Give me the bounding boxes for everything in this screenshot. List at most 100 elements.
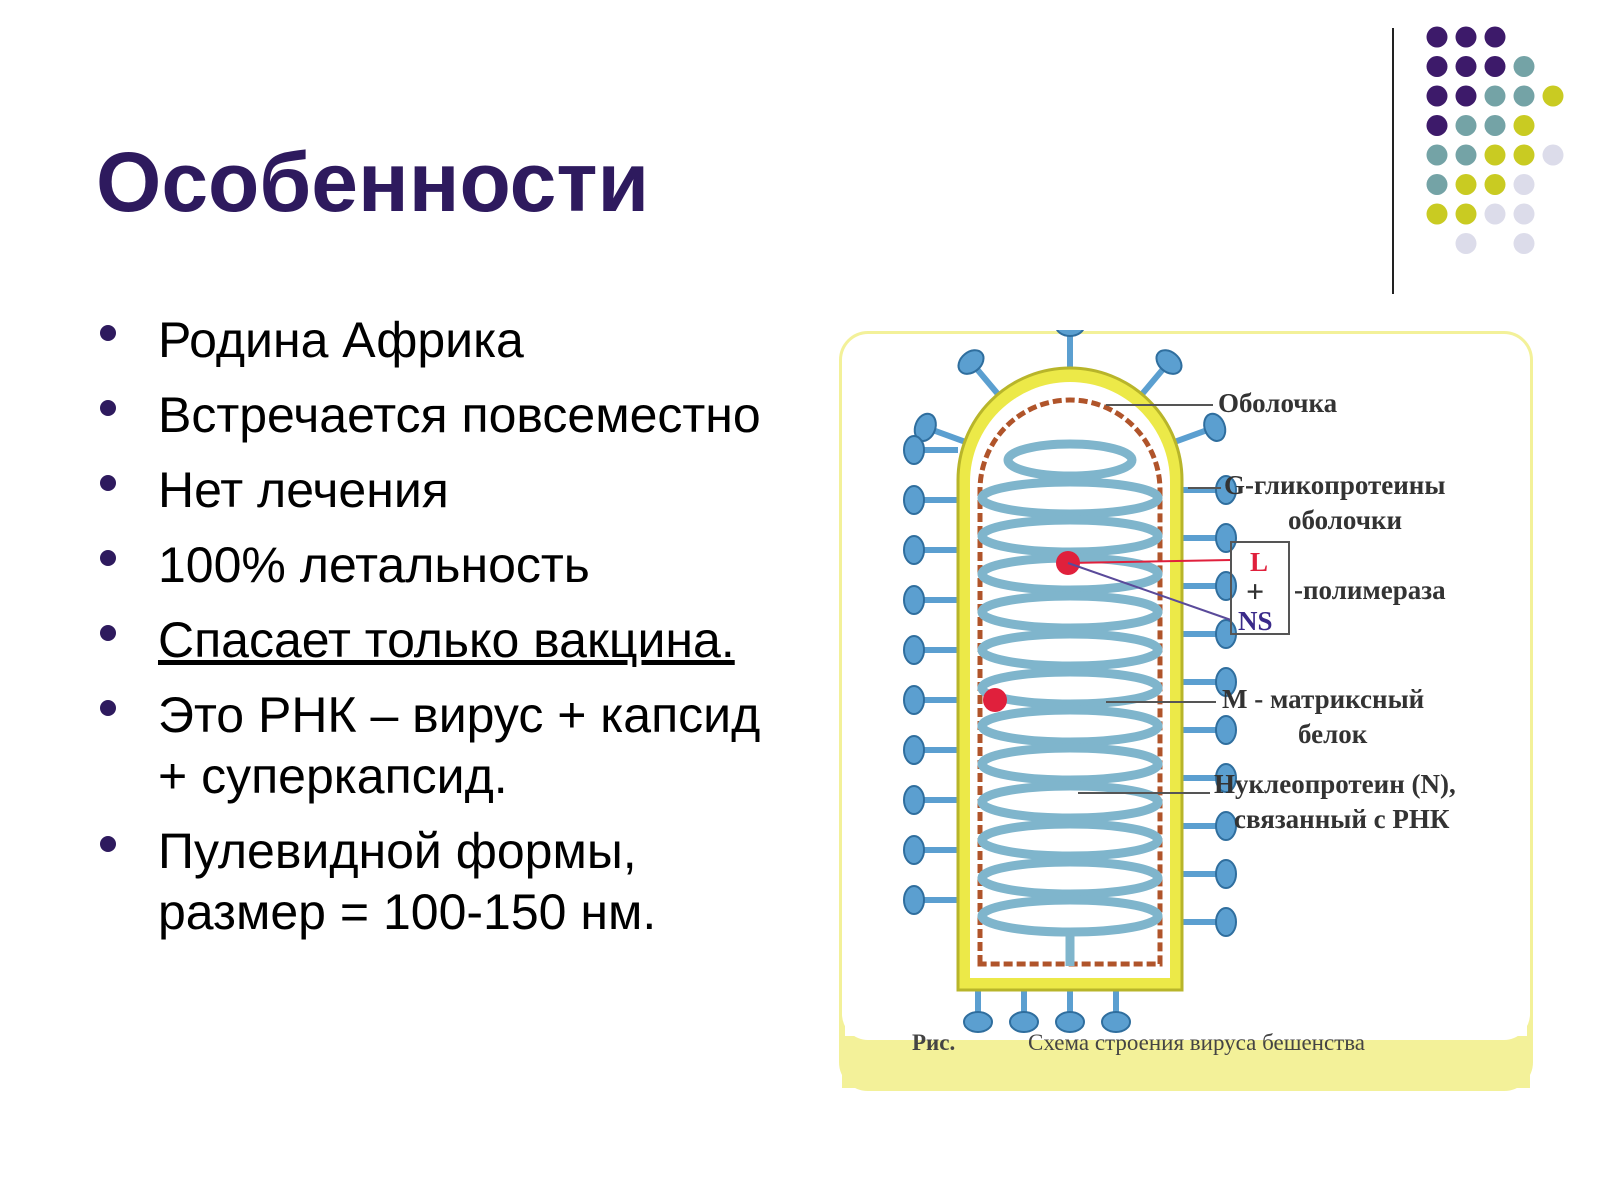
decorative-dot bbox=[1542, 144, 1564, 166]
spike-head bbox=[1215, 763, 1237, 793]
decorative-dot bbox=[1484, 115, 1506, 136]
matrix-protein-layer bbox=[977, 397, 1163, 967]
polymerase-dot bbox=[983, 688, 1007, 712]
decorative-dot bbox=[1484, 85, 1506, 107]
decorative-dot bbox=[1513, 144, 1535, 166]
bullet-text: Встречается повсеместно bbox=[158, 387, 761, 443]
decorative-dot bbox=[1426, 26, 1448, 48]
bullet-marker bbox=[100, 550, 116, 566]
bullet-item: Встречается повсеместно bbox=[100, 385, 780, 446]
decorative-dot bbox=[1542, 85, 1564, 107]
label-matrix-2: белок bbox=[1298, 719, 1368, 749]
decorative-dot bbox=[1426, 115, 1448, 136]
bullet-item: 100% летальность bbox=[100, 535, 780, 596]
bullet-marker bbox=[100, 625, 116, 641]
decorative-dot bbox=[1426, 56, 1448, 77]
decorative-dot bbox=[1513, 233, 1535, 254]
decorative-dot bbox=[1513, 56, 1535, 77]
bullet-text: Это РНК – вирус + капсид + суперкапсид. bbox=[158, 687, 761, 804]
decorative-dot bbox=[1426, 174, 1448, 195]
helix-coil bbox=[977, 591, 1163, 633]
label-glycoproteins-2: оболочки bbox=[1288, 505, 1402, 535]
bullet-item: Родина Африка bbox=[100, 310, 780, 371]
bullet-text: 100% летальность bbox=[158, 537, 590, 593]
helix-coil bbox=[977, 705, 1163, 747]
spike-head bbox=[903, 835, 925, 865]
label-nucleoprotein-1: Нуклеопротеин (N), bbox=[1214, 769, 1456, 799]
leader-lines bbox=[1067, 404, 1232, 794]
bullet-text: Пулевидной формы, размер = 100-150 нм. bbox=[158, 823, 657, 940]
decorative-dot bbox=[1455, 203, 1477, 225]
decorative-dot bbox=[1426, 144, 1448, 166]
glycoprotein-spikes bbox=[903, 330, 1237, 1033]
spike-head bbox=[1215, 715, 1237, 745]
label-envelope: Оболочка bbox=[1218, 388, 1338, 418]
decorative-dot-grid bbox=[1426, 26, 1564, 254]
spike-head bbox=[957, 349, 985, 375]
spike-head bbox=[1215, 475, 1237, 505]
spike-head bbox=[1055, 1011, 1085, 1033]
slide-title: Особенности bbox=[96, 135, 650, 229]
decorative-dot bbox=[1455, 85, 1477, 107]
label-nucleoprotein-2: связанный с РНК bbox=[1234, 804, 1450, 834]
spike-head bbox=[903, 735, 925, 765]
helix-coil bbox=[1003, 439, 1137, 481]
label-plus: + bbox=[1246, 573, 1264, 609]
decorative-dot bbox=[1455, 115, 1477, 136]
label-matrix-1: М - матриксный bbox=[1222, 684, 1424, 714]
bullet-marker bbox=[100, 836, 116, 852]
spike-head bbox=[1009, 1011, 1039, 1033]
decorative-dot bbox=[1484, 56, 1506, 77]
bullet-item: Это РНК – вирус + капсид + суперкапсид. bbox=[100, 685, 780, 807]
label-glycoproteins-1: G-гликопротеины bbox=[1224, 470, 1445, 500]
spike-head bbox=[903, 435, 925, 465]
spike-head bbox=[1215, 571, 1237, 601]
bullet-marker bbox=[100, 475, 116, 491]
helix-coil bbox=[977, 743, 1163, 785]
decorative-dot bbox=[1513, 115, 1535, 136]
bullet-text: Нет лечения bbox=[158, 462, 449, 518]
spike-head bbox=[903, 785, 925, 815]
decorative-dot bbox=[1426, 203, 1448, 225]
bullet-item: Пулевидной формы, размер = 100-150 нм. bbox=[100, 821, 780, 943]
decorative-dot bbox=[1484, 203, 1506, 225]
label-L: L bbox=[1250, 547, 1268, 577]
rabies-virus-diagram: Оболочка G-гликопротеины оболочки L + NS… bbox=[839, 330, 1533, 1091]
spike-head bbox=[903, 885, 925, 915]
label-polymerase: -полимераза bbox=[1294, 575, 1446, 605]
spike-head bbox=[1215, 859, 1237, 889]
bullet-marker bbox=[100, 700, 116, 716]
helix-coil bbox=[977, 667, 1163, 709]
polymerase-box bbox=[1230, 541, 1290, 635]
decorative-divider bbox=[1392, 28, 1394, 294]
spike-head bbox=[1155, 349, 1183, 375]
spike-head bbox=[903, 635, 925, 665]
figure-caption: Схема строения вируса бешенства bbox=[1028, 1030, 1365, 1055]
bullet-text: Родина Африка bbox=[158, 312, 524, 368]
decorative-dot bbox=[1513, 174, 1535, 195]
decorative-dot bbox=[1455, 233, 1477, 254]
bullet-item: Нет лечения bbox=[100, 460, 780, 521]
helix-coil bbox=[977, 819, 1163, 861]
caption-band bbox=[842, 1036, 1530, 1088]
helix-coil bbox=[977, 857, 1163, 899]
helix-coil bbox=[977, 477, 1163, 519]
spike-head bbox=[963, 1011, 993, 1033]
decorative-dot bbox=[1455, 56, 1477, 77]
label-NS: NS bbox=[1238, 606, 1273, 636]
spike-head bbox=[903, 535, 925, 565]
decorative-dot bbox=[1484, 174, 1506, 195]
bullet-marker bbox=[100, 400, 116, 416]
spike-head bbox=[1215, 907, 1237, 937]
helix-coil bbox=[977, 781, 1163, 823]
bullet-marker bbox=[100, 325, 116, 341]
spike-head bbox=[903, 685, 925, 715]
spike-head bbox=[903, 485, 925, 515]
decorative-dot bbox=[1455, 174, 1477, 195]
spike-head bbox=[1215, 811, 1237, 841]
decorative-dot bbox=[1455, 26, 1477, 48]
decorative-dot bbox=[1513, 203, 1535, 225]
bullet-item: Спасает только вакцина. bbox=[100, 610, 780, 671]
decorative-dot bbox=[1484, 144, 1506, 166]
decorative-dot bbox=[1484, 26, 1506, 48]
